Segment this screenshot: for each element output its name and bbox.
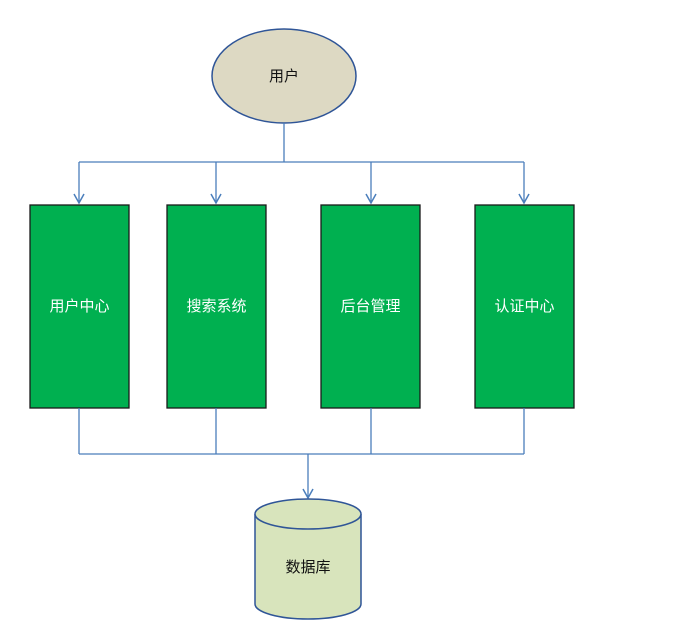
module-4: 认证中心 — [474, 204, 575, 409]
module-2: 搜索系统 — [166, 204, 267, 409]
user-node: 用户 — [211, 28, 357, 124]
database-label: 数据库 — [285, 558, 330, 576]
module-label: 用户中心 — [49, 297, 109, 315]
database-node: 数据库 — [254, 498, 362, 620]
module-label: 后台管理 — [340, 297, 400, 315]
top-connectors — [73, 123, 530, 205]
module-label: 搜索系统 — [186, 297, 246, 315]
module-1: 用户中心 — [29, 204, 130, 409]
bottom-connectors — [78, 408, 525, 500]
database-top — [254, 498, 362, 530]
module-box — [29, 204, 130, 409]
module-label: 认证中心 — [494, 297, 554, 315]
database-body — [254, 514, 362, 620]
user-label: 用户 — [269, 67, 299, 85]
module-3: 后台管理 — [320, 204, 421, 409]
